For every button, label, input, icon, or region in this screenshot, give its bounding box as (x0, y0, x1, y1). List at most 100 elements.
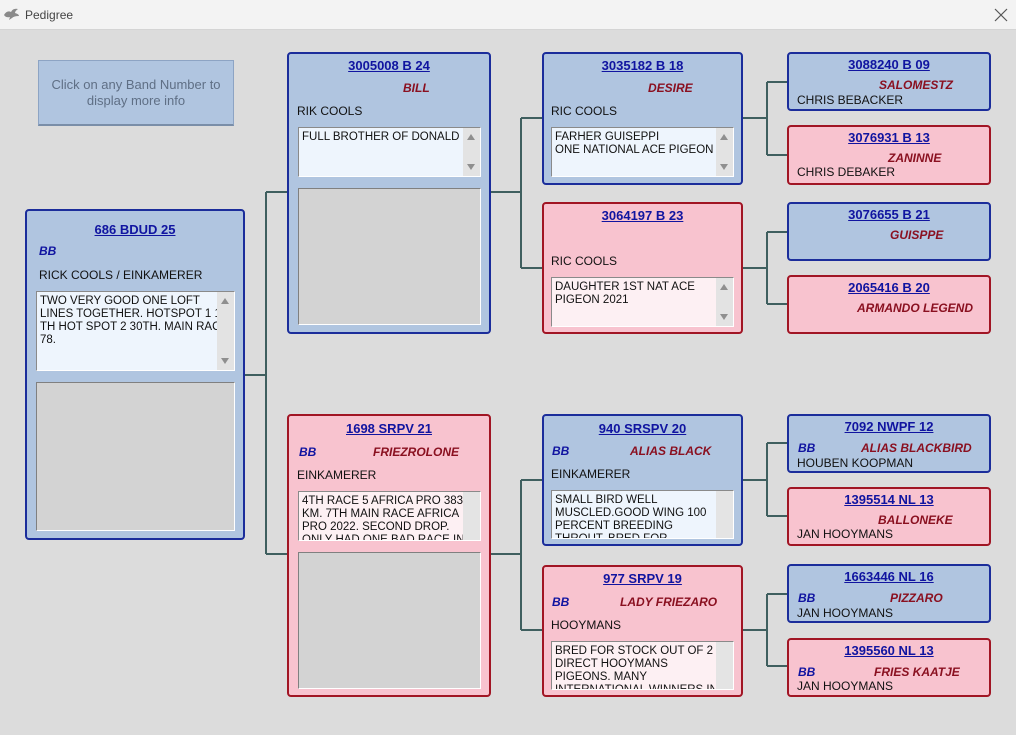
sire-sire-owner: RIC COOLS (551, 104, 618, 118)
dam-notes-scrollbar[interactable] (463, 492, 480, 540)
window-title: Pedigree (25, 8, 74, 22)
dam-name: FRIEZROLONE (373, 445, 459, 459)
sds-name: GUISPPE (890, 228, 944, 242)
dam-owner: EINKAMERER (297, 468, 377, 482)
dam-color: BB (299, 445, 317, 459)
ssd-band-link[interactable]: 3076931 B 13 (848, 130, 930, 145)
dam-dam-band-link[interactable]: 977 SRPV 19 (603, 571, 682, 586)
ddd-owner: JAN HOOYMANS (797, 679, 894, 693)
scroll-down-icon[interactable] (720, 164, 728, 170)
dam-dam-notes[interactable]: BRED FOR STOCK OUT OF 2 DIRECT HOOYMANS … (551, 641, 734, 690)
sire-notes-scrollbar[interactable] (463, 128, 480, 176)
sire-sire-card: 3035182 B 18 DESIRE RIC COOLS FARHER GUI… (542, 52, 743, 185)
dam-sire-notes[interactable]: SMALL BIRD WELL MUSCLED.GOOD WING 100 PE… (551, 490, 734, 539)
subject-notes[interactable]: TWO VERY GOOD ONE LOFT LINES TOGETHER. H… (36, 291, 235, 371)
scroll-up-icon[interactable] (221, 298, 229, 304)
sire-owner: RIK COOLS (297, 104, 363, 118)
sss-owner: CHRIS BEBACKER (797, 93, 904, 107)
close-icon (994, 8, 1008, 22)
sss-card: 3088240 B 09 SALOMESTZ CHRIS BEBACKER (787, 52, 991, 111)
sire-sire-band-link[interactable]: 3035182 B 18 (601, 58, 684, 73)
ddd-card: 1395560 NL 13 BB FRIES KAATJE JAN HOOYMA… (787, 638, 991, 697)
dam-notes-text: 4TH RACE 5 AFRICA PRO 383 KM. 7TH MAIN R… (302, 495, 465, 541)
dsd-owner: JAN HOOYMANS (797, 527, 894, 541)
title-bar: Pedigree (0, 0, 1016, 30)
sss-band-link[interactable]: 3088240 B 09 (848, 57, 930, 72)
sire-dam-notes[interactable]: DAUGHTER 1ST NAT ACE PIGEON 2021 (551, 277, 734, 327)
dam-sire-notes-scrollbar[interactable] (716, 491, 733, 538)
dss-card: 7092 NWPF 12 BB ALIAS BLACKBIRD HOUBEN K… (787, 414, 991, 473)
dam-dam-color: BB (552, 595, 570, 609)
sire-notes-text: FULL BROTHER OF DONALD (302, 131, 460, 143)
dam-notes[interactable]: 4TH RACE 5 AFRICA PRO 383 KM. 7TH MAIN R… (298, 491, 481, 541)
sire-sire-notes-scrollbar[interactable] (716, 128, 733, 176)
dsd-card: 1395514 NL 13 BALLONEKE JAN HOOYMANS (787, 487, 991, 546)
pigeon-icon (4, 8, 19, 20)
sds-card: 3076655 B 21 GUISPPE (787, 202, 991, 261)
subject-band-link[interactable]: 686 BDUD 25 (94, 222, 176, 237)
dsd-band-link[interactable]: 1395514 NL 13 (844, 492, 934, 507)
sire-dam-notes-text: DAUGHTER 1ST NAT ACE PIGEON 2021 (555, 281, 695, 306)
scroll-down-icon[interactable] (720, 314, 728, 320)
subject-owner: RICK COOLS / EINKAMERER (39, 268, 203, 282)
sire-sire-notes[interactable]: FARHER GUISEPPI ONE NATIONAL ACE PIGEON (551, 127, 734, 177)
dss-owner: HOUBEN KOOPMAN (797, 456, 914, 470)
sire-photo[interactable] (298, 188, 481, 325)
ssd-owner: CHRIS DEBAKER (797, 165, 896, 179)
dam-photo[interactable] (298, 552, 481, 689)
scroll-down-icon[interactable] (221, 358, 229, 364)
subject-notes-scrollbar[interactable] (217, 292, 234, 370)
ssd-name: ZANINNE (888, 151, 942, 165)
sire-dam-band-link[interactable]: 3064197 B 23 (601, 208, 684, 223)
dss-band-link[interactable]: 7092 NWPF 12 (844, 419, 934, 434)
dam-dam-card: 977 SRPV 19 BB LADY FRIEZARO HOOYMANS BR… (542, 565, 743, 697)
dam-card: 1698 SRPV 21 BB FRIEZROLONE EINKAMERER 4… (287, 414, 491, 697)
dam-sire-band-link[interactable]: 940 SRSPV 20 (598, 421, 687, 436)
subject-color: BB (39, 244, 57, 258)
dds-owner: JAN HOOYMANS (797, 606, 894, 620)
sdd-name: ARMANDO LEGEND (857, 301, 973, 315)
sire-sire-name: DESIRE (648, 81, 693, 95)
dam-sire-name: ALIAS BLACK (630, 444, 712, 458)
ddd-name: FRIES KAATJE (874, 665, 960, 679)
sire-notes[interactable]: FULL BROTHER OF DONALD (298, 127, 481, 177)
info-hint: Click on any Band Number to display more… (38, 60, 234, 126)
scroll-down-icon[interactable] (467, 164, 475, 170)
scroll-up-icon[interactable] (467, 134, 475, 140)
dam-sire-owner: EINKAMERER (551, 467, 631, 481)
sds-band-link[interactable]: 3076655 B 21 (848, 207, 930, 222)
dam-sire-color: BB (552, 444, 570, 458)
sdd-card: 2065416 B 20 ARMANDO LEGEND (787, 275, 991, 334)
subject-card: 686 BDUD 25 BB RICK COOLS / EINKAMERER T… (25, 209, 245, 540)
sire-band-link[interactable]: 3005008 B 24 (348, 58, 430, 73)
sire-dam-notes-scrollbar[interactable] (716, 278, 733, 326)
dds-color: BB (798, 591, 816, 605)
ddd-color: BB (798, 665, 816, 679)
dam-dam-notes-text: BRED FOR STOCK OUT OF 2 DIRECT HOOYMANS … (555, 645, 718, 690)
scroll-up-icon[interactable] (720, 134, 728, 140)
dsd-name: BALLONEKE (878, 513, 953, 527)
dam-sire-card: 940 SRSPV 20 BB ALIAS BLACK EINKAMERER S… (542, 414, 743, 546)
dam-band-link[interactable]: 1698 SRPV 21 (345, 421, 432, 436)
dds-band-link[interactable]: 1663446 NL 16 (844, 569, 934, 584)
subject-photo[interactable] (36, 382, 235, 531)
dss-name: ALIAS BLACKBIRD (861, 441, 972, 455)
sdd-band-link[interactable]: 2065416 B 20 (848, 280, 930, 295)
ddd-band-link[interactable]: 1395560 NL 13 (844, 643, 934, 658)
sire-dam-card: 3064197 B 23 RIC COOLS DAUGHTER 1ST NAT … (542, 202, 743, 334)
scroll-up-icon[interactable] (720, 284, 728, 290)
dam-dam-notes-scrollbar[interactable] (716, 642, 733, 689)
sire-card: 3005008 B 24 BILL RIK COOLS FULL BROTHER… (287, 52, 491, 334)
sire-sire-notes-text: FARHER GUISEPPI ONE NATIONAL ACE PIGEON (555, 131, 714, 156)
dds-name: PIZZARO (890, 591, 943, 605)
subject-notes-text: TWO VERY GOOD ONE LOFT LINES TOGETHER. H… (40, 295, 229, 346)
dam-sire-notes-text: SMALL BIRD WELL MUSCLED.GOOD WING 100 PE… (555, 494, 707, 539)
info-hint-text: Click on any Band Number to display more… (51, 76, 221, 108)
dam-dam-name: LADY FRIEZARO (620, 595, 718, 609)
dam-dam-owner: HOOYMANS (551, 618, 622, 632)
dss-color: BB (798, 441, 816, 455)
dds-card: 1663446 NL 16 BB PIZZARO JAN HOOYMANS (787, 564, 991, 623)
close-button[interactable] (986, 0, 1016, 30)
sss-name: SALOMESTZ (879, 78, 953, 92)
